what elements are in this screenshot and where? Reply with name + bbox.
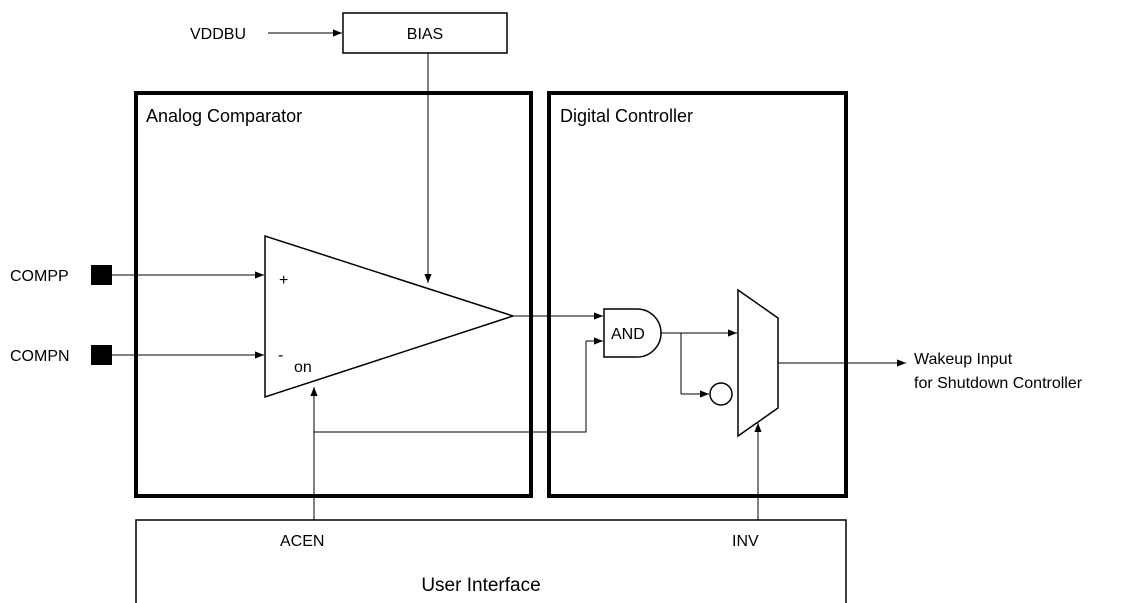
and-gate-symbol <box>603 308 662 358</box>
multiplexer-symbol <box>737 288 779 438</box>
inv-label: INV <box>732 533 759 550</box>
comparator-minus-sign: - <box>278 347 283 364</box>
compn-label: COMPN <box>10 348 70 365</box>
bias-label: BIAS <box>407 26 443 43</box>
and-gate-label: AND <box>611 326 645 343</box>
output-label-line1: Wakeup Input <box>914 351 1013 368</box>
inverter-bubble <box>709 382 733 406</box>
analog-comparator-title: Analog Comparator <box>146 106 302 126</box>
vddbu-label: VDDBU <box>190 26 246 43</box>
digital-controller-block <box>547 91 848 498</box>
analog-comparator-block <box>134 91 533 498</box>
output-label-line2: for Shutdown Controller <box>914 375 1083 392</box>
comparator-on-label: on <box>294 359 312 376</box>
comparator-symbol <box>264 234 516 399</box>
user-interface-label: User Interface <box>421 575 540 596</box>
compp-label: COMPP <box>10 268 69 285</box>
compn-pin <box>91 345 112 365</box>
bias-block <box>342 12 508 54</box>
compp-pin <box>91 265 112 285</box>
acen-label: ACEN <box>280 533 324 550</box>
user-interface-block <box>135 519 847 603</box>
digital-controller-title: Digital Controller <box>560 106 693 126</box>
acen-to-and-wire <box>314 341 587 433</box>
comparator-plus-sign: + <box>279 272 288 289</box>
